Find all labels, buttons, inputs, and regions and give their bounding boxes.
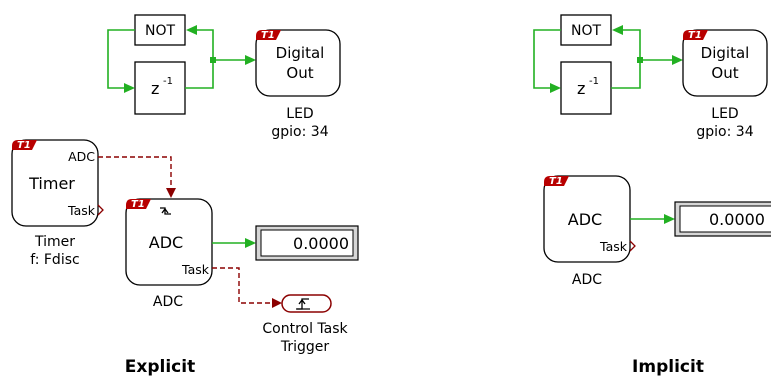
display-explicit[interactable]: 0.0000 — [255, 225, 359, 261]
led-param: gpio: 34 — [271, 124, 328, 140]
unit-delay-block[interactable]: z -1 — [134, 61, 186, 115]
led-name: LED — [711, 106, 738, 122]
delay-exponent: -1 — [163, 76, 173, 87]
implicit-title: Implicit — [632, 357, 704, 377]
trigger-wire-timer-to-adc — [98, 156, 176, 198]
timer-port-task: Task — [67, 203, 96, 218]
not-label: NOT — [571, 23, 601, 39]
explicit-diagram: NOT z -1 T1 Digital Out LED gpio: 34 — [11, 14, 359, 377]
trigger-edge-icon — [160, 207, 171, 215]
led-name: LED — [286, 106, 313, 122]
trigger-caption-line1: Control Task — [262, 321, 348, 337]
timer-label: Timer — [28, 174, 75, 193]
delay-exponent: -1 — [589, 76, 599, 87]
adc-caption-explicit: ADC — [153, 294, 183, 310]
trigger-caption-line2: Trigger — [280, 339, 330, 355]
adc-label-explicit: ADC — [149, 233, 183, 252]
control-task-trigger[interactable] — [281, 294, 332, 313]
digital-out-line2: Out — [711, 64, 738, 82]
adc-block-explicit[interactable]: T1 ADC Task — [125, 198, 213, 286]
digital-out-block[interactable]: T1 Digital Out — [682, 29, 768, 97]
t1-tag: T1 — [131, 199, 145, 210]
feedback-wires — [533, 25, 683, 93]
delay-label: z — [577, 79, 585, 98]
not-label: NOT — [145, 23, 175, 39]
display-value-explicit: 0.0000 — [293, 234, 349, 253]
led-param: gpio: 34 — [696, 124, 753, 140]
unit-delay-block[interactable]: z -1 — [560, 61, 612, 115]
digital-out-line2: Out — [286, 64, 313, 82]
display-value-implicit: 0.0000 — [709, 210, 765, 229]
adc-port-task-implicit: Task — [599, 239, 628, 254]
not-block[interactable]: NOT — [134, 14, 186, 46]
timer-block[interactable]: T1 ADC Timer Task — [11, 139, 104, 227]
t1-tag: T1 — [688, 30, 702, 41]
explicit-title: Explicit — [125, 357, 195, 377]
t1-tag: T1 — [17, 140, 31, 151]
implicit-diagram: NOT z -1 T1 Digital Out LED gpio: 34 — [533, 14, 771, 377]
digital-out-block[interactable]: T1 Digital Out — [255, 29, 341, 97]
adc-caption-implicit: ADC — [572, 272, 602, 288]
t1-tag: T1 — [549, 176, 563, 187]
signal-wire-adc-to-display — [212, 238, 256, 248]
delay-label: z — [151, 79, 159, 98]
digital-out-line1: Digital — [276, 44, 325, 62]
adc-block-implicit[interactable]: T1 ADC Task — [543, 175, 636, 263]
adc-label-implicit: ADC — [568, 210, 602, 229]
trigger-edge-icon — [296, 298, 310, 310]
digital-out-line1: Digital — [701, 44, 750, 62]
display-implicit[interactable]: 0.0000 — [674, 201, 771, 237]
t1-tag: T1 — [261, 30, 275, 41]
signal-wire-adc-to-display — [630, 214, 675, 224]
timer-param: f: Fdisc — [30, 252, 79, 268]
feedback-wires — [107, 25, 256, 93]
adc-port-task-explicit: Task — [181, 262, 210, 277]
not-block[interactable]: NOT — [560, 14, 612, 46]
timer-port-adc: ADC — [68, 149, 95, 164]
task-wire-to-trigger — [212, 267, 282, 308]
timer-caption: Timer — [34, 234, 75, 250]
